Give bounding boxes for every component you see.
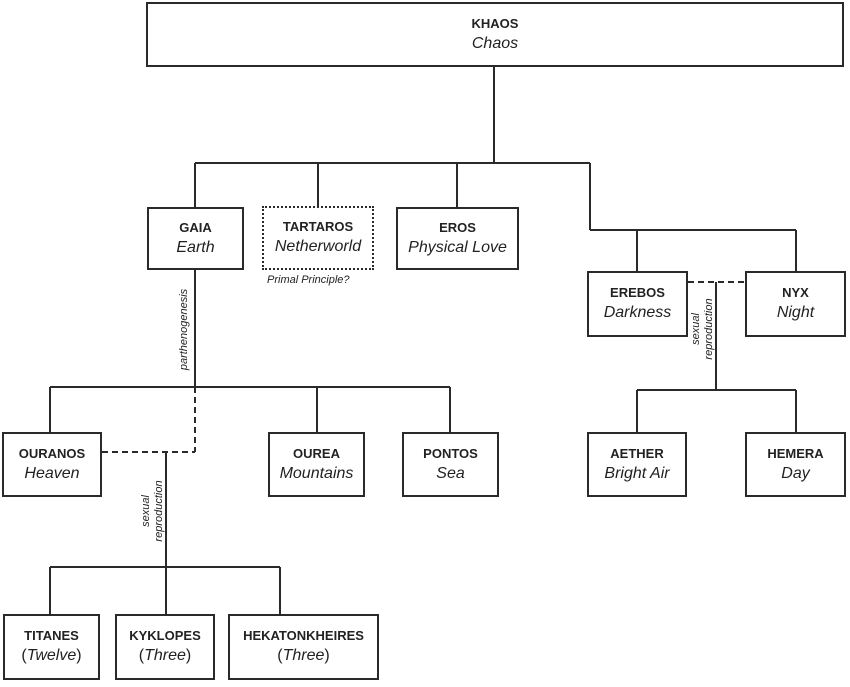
- node-name: EREBOS: [610, 285, 665, 300]
- paren-open: (: [277, 647, 283, 664]
- node-name: KYKLOPES: [129, 628, 201, 643]
- node-name: GAIA: [179, 219, 212, 235]
- node-description: Chaos: [471, 34, 519, 52]
- node-nyx: NYX Night: [745, 271, 846, 337]
- node-name: OURANOS: [18, 445, 86, 461]
- node-pontos: PONTOS Sea: [402, 432, 499, 497]
- node-description: Sea: [436, 464, 465, 482]
- node-khaos: KHAOS Chaos: [146, 2, 844, 67]
- node-name: OUREA: [293, 445, 340, 461]
- node-gaia: GAIA Earth: [147, 207, 244, 270]
- label-parthenogenesis: parthenogenesis: [178, 277, 191, 382]
- node-name: HEKATONKHEIRES: [243, 628, 364, 643]
- node-description-text: Three: [282, 647, 325, 664]
- node-description: Night: [776, 304, 815, 321]
- node-description: Physical Love: [408, 238, 507, 256]
- tartaros-note: Primal Principle?: [267, 274, 350, 286]
- label-line-2: reproduction: [153, 480, 165, 542]
- node-description: Heaven: [24, 464, 80, 482]
- node-eros: EROS Physical Love: [396, 207, 519, 270]
- node-description: Mountains: [279, 464, 354, 482]
- node-name: KHAOS: [471, 15, 519, 31]
- node-hekatonkheires: HEKATONKHEIRES (Three): [228, 614, 379, 680]
- node-description: Bright Air: [604, 464, 670, 482]
- node-description-text: Twelve: [26, 647, 77, 664]
- node-ouranos: OURANOS Heaven: [2, 432, 102, 497]
- node-description: Day: [781, 464, 810, 482]
- node-name: AETHER: [610, 445, 664, 461]
- node-description: (Three): [277, 645, 329, 667]
- node-erebos: EREBOS Darkness: [587, 271, 688, 337]
- paren-close: ): [324, 647, 330, 664]
- node-tartaros: TARTAROS Netherworld: [262, 206, 374, 270]
- paren-close: ): [185, 647, 192, 664]
- node-name: TARTAROS: [282, 219, 354, 234]
- node-name: HEMERA: [767, 445, 824, 461]
- node-kyklopes: KYKLOPES (Three): [115, 614, 215, 680]
- node-hemera: HEMERA Day: [745, 432, 846, 497]
- node-description: Netherworld: [274, 238, 362, 255]
- node-titanes: TITANES (Twelve): [3, 614, 100, 680]
- node-description: (Twelve): [21, 645, 81, 667]
- label-line-1: sexual: [140, 495, 152, 527]
- node-aether: AETHER Bright Air: [587, 432, 687, 497]
- node-description: Darkness: [603, 304, 672, 321]
- node-description: (Three): [139, 645, 191, 667]
- label-line-1: sexual: [690, 313, 702, 345]
- label-ouranos-gaia-reproduction: sexual reproduction: [140, 472, 166, 550]
- paren-open: (: [138, 647, 145, 664]
- label-text: parthenogenesis: [178, 288, 190, 371]
- node-name: EROS: [439, 219, 476, 235]
- node-name: TITANES: [24, 628, 79, 643]
- paren-close: ): [76, 647, 82, 664]
- node-name: NYX: [782, 285, 809, 300]
- node-description-text: Three: [144, 647, 186, 664]
- node-description: Earth: [176, 238, 215, 256]
- paren-open: (: [21, 647, 27, 664]
- label-erebos-nyx-reproduction: sexual reproduction: [690, 290, 716, 368]
- label-line-2: reproduction: [703, 298, 715, 360]
- node-name: PONTOS: [423, 445, 478, 461]
- node-ourea: OUREA Mountains: [268, 432, 365, 497]
